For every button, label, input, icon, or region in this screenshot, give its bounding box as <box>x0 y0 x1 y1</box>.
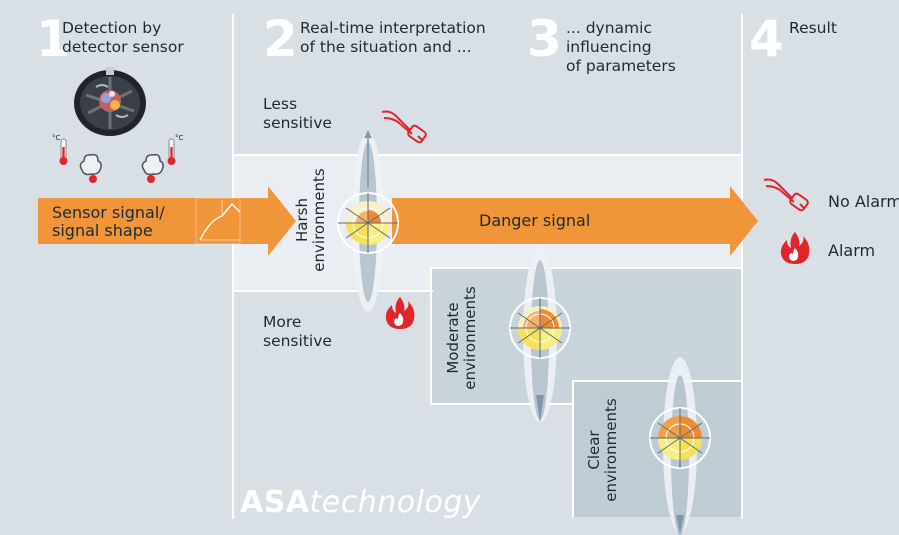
clear-environment-band <box>573 381 743 517</box>
step-2-number: 2 <box>263 10 298 68</box>
moderate-top-line <box>431 267 743 269</box>
sensor-signal-label: Sensor signal/ signal shape <box>52 203 165 240</box>
harsh-top-line <box>233 154 743 156</box>
danger-signal-label: Danger signal <box>479 211 591 230</box>
step-1-text: Detection by detector sensor <box>62 19 184 56</box>
alarm-flame-icon <box>780 232 810 264</box>
smoke-detector-sensor-icon <box>74 67 146 136</box>
brand-bold: ASA <box>240 485 310 520</box>
clear-left-line <box>572 380 574 517</box>
asa-technology-brand: ASAtechnology <box>240 485 481 520</box>
step-3-text: ... dynamic influencing of parameters <box>566 19 676 75</box>
step-4-number: 4 <box>749 10 784 68</box>
step-4-text: Result <box>789 19 837 37</box>
step-2-text: Real-time interpretation of the situatio… <box>300 19 486 56</box>
moderate-left-line <box>430 267 432 404</box>
moderate-sensitivity-indicator <box>509 247 571 423</box>
no-alarm-label: No Alarm <box>828 192 899 211</box>
clear-sensitivity-indicator <box>649 357 711 535</box>
alarm-label: Alarm <box>828 241 876 260</box>
harsh-bottom-line <box>233 290 433 292</box>
harsh-sensitivity-indicator <box>337 130 399 312</box>
clear-environments-label: Clear environments <box>585 398 621 502</box>
smoke-cloud-icon <box>79 153 102 183</box>
more-sensitive-label: More sensitive <box>263 313 332 351</box>
brand-italic: technology <box>309 485 482 520</box>
welding-torch-icon <box>381 110 427 144</box>
no-alarm-torch-icon <box>763 178 809 212</box>
flame-icon <box>385 297 415 329</box>
step-3-number: 3 <box>527 10 562 68</box>
danger-signal-arrow <box>392 186 758 256</box>
svg-text:°C: °C <box>52 134 61 142</box>
clear-top-line <box>573 380 743 382</box>
thermometer-icon-right: °C <box>167 134 184 165</box>
divider-line-1 <box>232 14 234 519</box>
smoke-cloud-icon-right <box>141 153 164 183</box>
harsh-environments-label: Harsh environments <box>293 168 329 272</box>
sensor-signal-arrow <box>38 186 296 256</box>
moderate-environments-label: Moderate environments <box>444 286 480 390</box>
divider-line-2 <box>741 14 743 519</box>
thermometer-icon: °C <box>52 134 68 165</box>
moderate-bottom-line <box>431 403 574 405</box>
svg-text:°C: °C <box>175 134 184 142</box>
step-1-number: 1 <box>36 10 71 68</box>
less-sensitive-label: Less sensitive <box>263 95 332 133</box>
